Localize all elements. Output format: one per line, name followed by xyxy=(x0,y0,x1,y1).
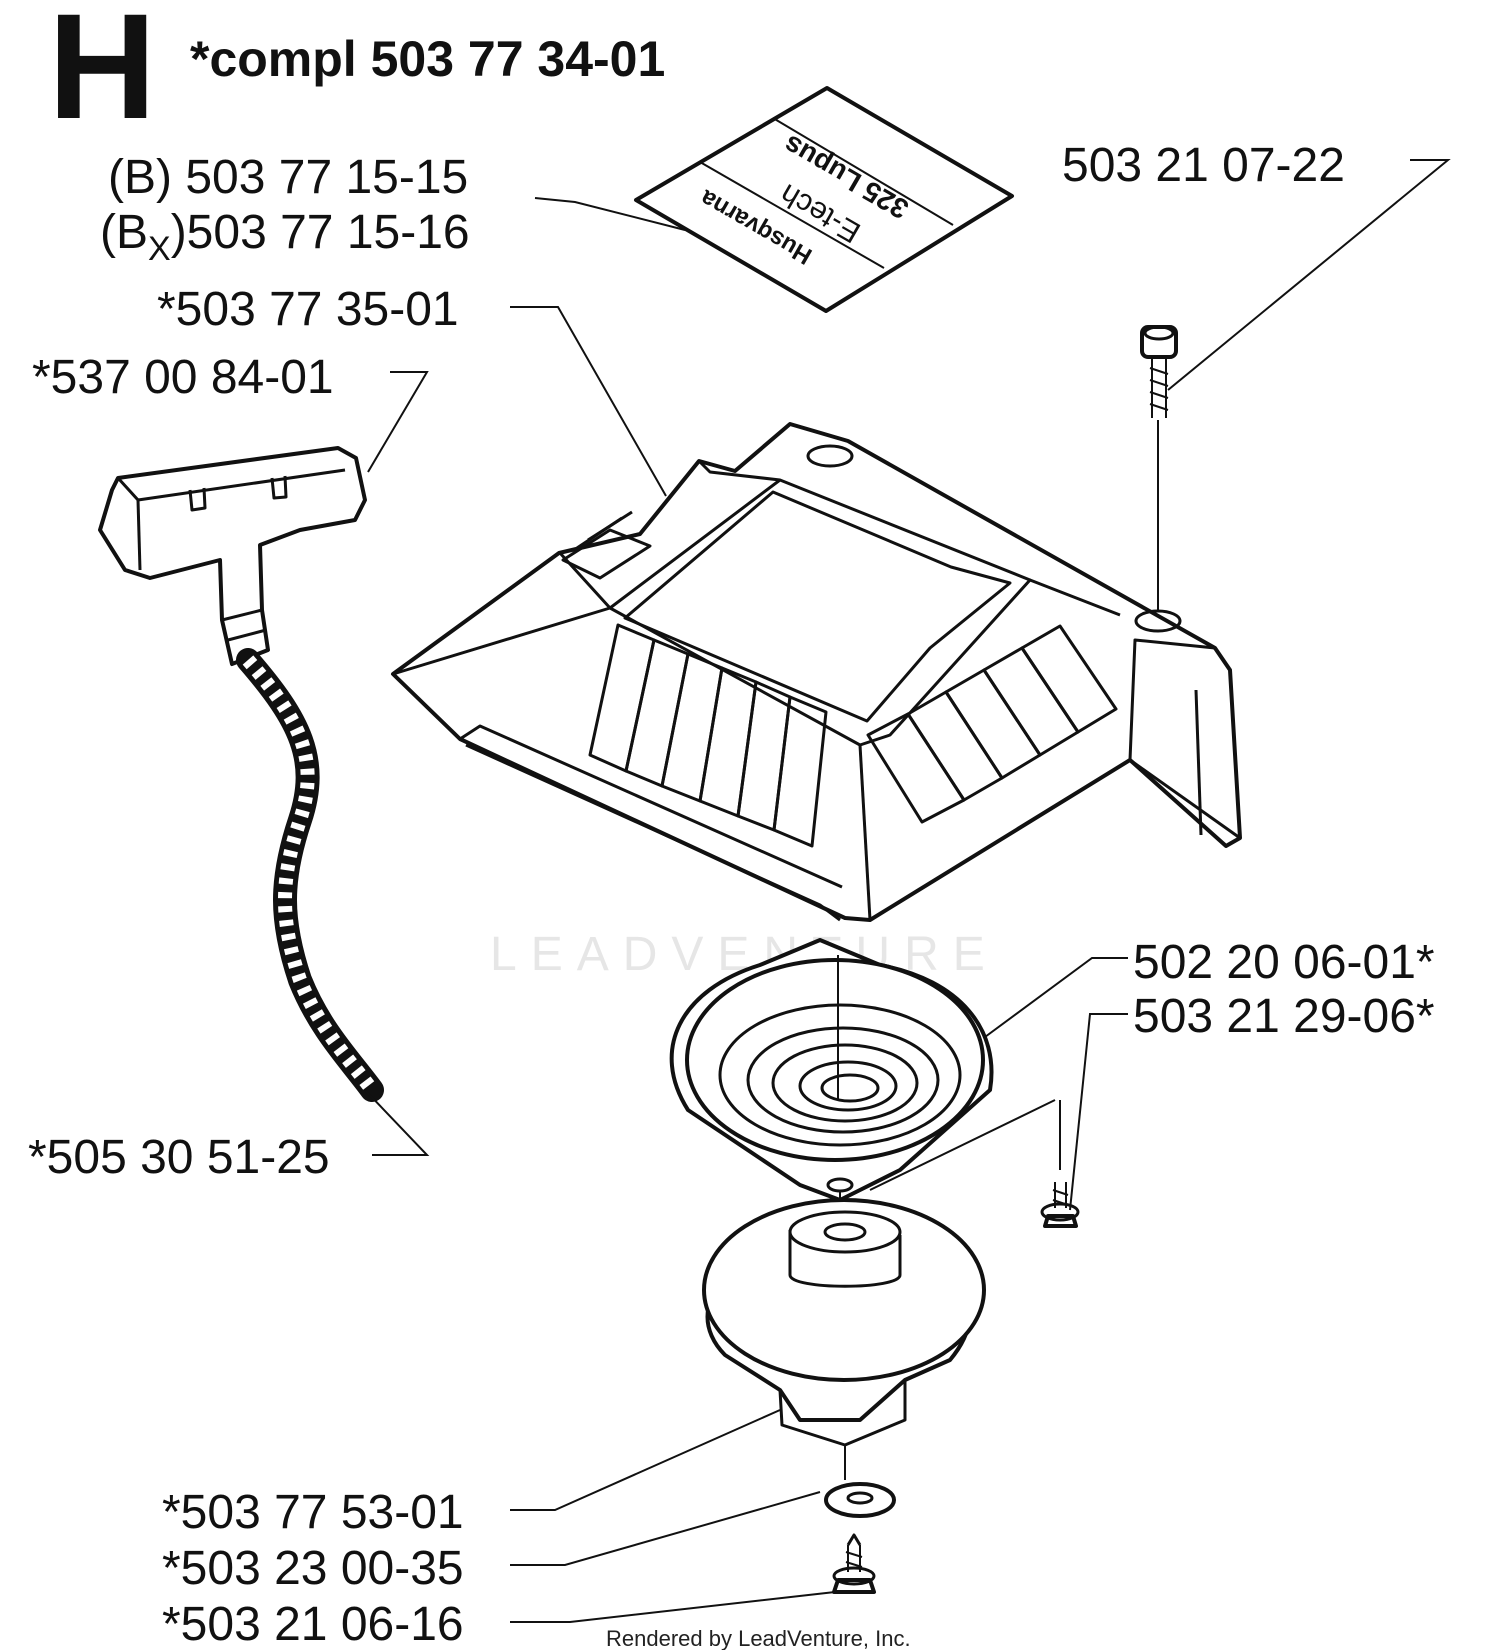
leader-lines xyxy=(364,159,1451,1623)
starter-cover-part xyxy=(391,422,1242,922)
label-decal-b: (B) 503 77 15-15 xyxy=(108,151,468,204)
label-cover: *503 77 35-01 xyxy=(157,283,459,336)
starter-handle-part xyxy=(98,446,367,666)
label-decal-bx-number: )503 77 15-16 xyxy=(171,206,470,259)
label-decal-bx-prefix: (B xyxy=(100,206,148,259)
section-letter: H xyxy=(48,0,156,150)
label-cover-screw: 503 21 07-22 xyxy=(1062,139,1345,192)
decal-part: Husqvarna E-tech 325 Lupus xyxy=(634,86,1014,313)
cover-screw-part xyxy=(1140,325,1178,610)
label-center-screw: *503 21 06-16 xyxy=(162,1598,464,1650)
label-spring-screw: 503 21 29-06* xyxy=(1133,990,1435,1043)
label-decal-bx-sub: X xyxy=(148,230,171,268)
label-pulley: *503 77 53-01 xyxy=(162,1486,464,1539)
label-decal-bx: (BX)503 77 15-16 xyxy=(100,206,470,268)
spring-cassette-part xyxy=(669,938,994,1230)
label-handle: *537 00 84-01 xyxy=(32,351,334,404)
label-cord: *505 30 51-25 xyxy=(28,1131,330,1184)
pulley-part xyxy=(702,1198,986,1480)
washer-part xyxy=(824,1482,896,1518)
cover-vents-right xyxy=(866,624,1118,824)
cover-vents-left xyxy=(588,623,828,848)
label-spring: 502 20 06-01* xyxy=(1133,936,1435,989)
center-screw-part xyxy=(832,1533,876,1594)
spring-screw-part xyxy=(869,1099,1080,1228)
assembly-title: *compl 503 77 34-01 xyxy=(190,31,665,87)
starter-cord-part xyxy=(236,648,384,1102)
label-washer: *503 23 00-35 xyxy=(162,1542,464,1595)
footer-credit: Rendered by LeadVenture, Inc. xyxy=(606,1626,911,1650)
